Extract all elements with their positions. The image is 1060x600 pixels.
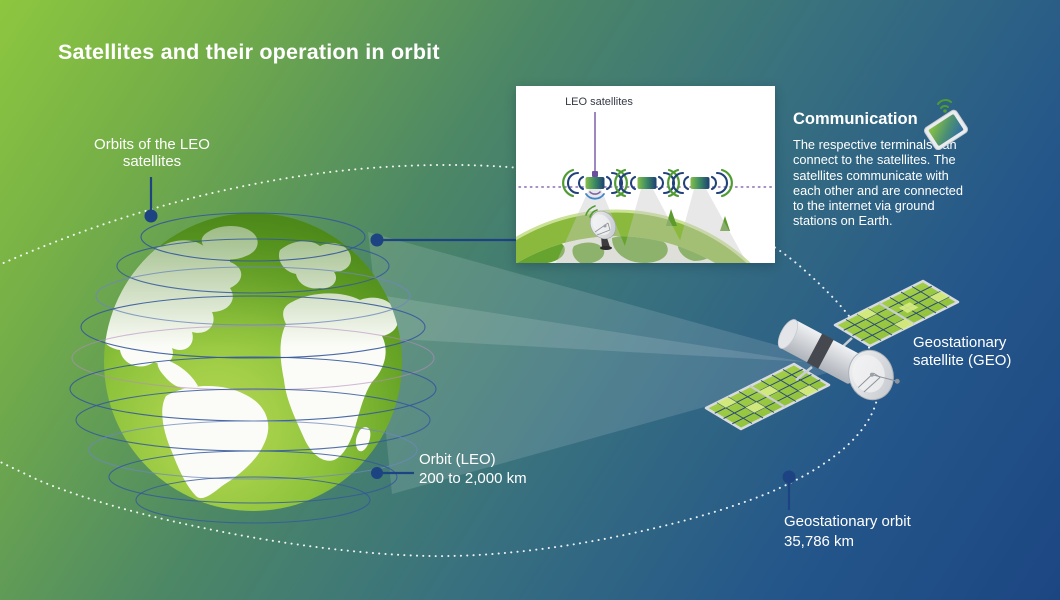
leo-satellite-row xyxy=(562,168,733,200)
communication-heading: Communication xyxy=(793,110,918,128)
label-geo-satellite: Geostationary satellite (GEO) xyxy=(913,334,1043,369)
solar-panel-right xyxy=(833,279,960,348)
connector-dot xyxy=(144,209,158,223)
wifi-signal-icon xyxy=(937,99,952,109)
satellite-body xyxy=(777,319,864,384)
leo-satellite-icon xyxy=(667,168,733,198)
geo-satellite-icon xyxy=(704,279,960,431)
callout-connectors xyxy=(144,177,796,510)
label-geo-orbit: Geostationary orbit 35,786 km xyxy=(784,512,911,552)
label-line: 35,786 km xyxy=(784,533,855,550)
tablet-wifi-icon xyxy=(924,99,968,150)
label-line: Geostationary xyxy=(913,334,1007,351)
page-title: Satellites and their operation in orbit xyxy=(58,40,440,64)
label-line: satellites xyxy=(122,152,182,170)
label-line: Orbit (LEO) xyxy=(419,451,496,468)
label-line: Orbits of the LEO xyxy=(94,136,210,153)
tablet-body xyxy=(924,109,968,150)
communication-body: The respective terminals can connect to … xyxy=(793,137,964,229)
label-leo-orbit: Orbit (LEO) 200 to 2,000 km xyxy=(419,451,527,488)
communication-block: Communication The respective terminals c… xyxy=(793,99,973,229)
inset-panel: LEO satellites xyxy=(516,86,775,263)
coverage-beam xyxy=(368,232,845,494)
label-line: 200 to 2,000 km xyxy=(419,469,527,487)
ground-station-dish-icon xyxy=(585,205,617,250)
label-line: satellite (GEO) xyxy=(913,351,1012,369)
connector-dot xyxy=(782,470,796,484)
earth-globe xyxy=(69,212,437,524)
connector-dot xyxy=(371,467,383,479)
leo-orbit-rings xyxy=(69,212,437,524)
inset-title: LEO satellites xyxy=(565,96,633,108)
solar-panel-left xyxy=(704,362,831,431)
satellite-dish-icon xyxy=(848,349,900,401)
leo-coverage-cones xyxy=(556,189,747,263)
connector-dot xyxy=(370,233,384,247)
horizon-tree-icon xyxy=(720,216,730,231)
label-leo-orbits: Orbits of the LEO satellites xyxy=(62,136,242,170)
inset-artwork xyxy=(516,112,775,263)
antenna-cap-icon xyxy=(592,171,598,177)
label-line: Geostationary orbit xyxy=(784,513,911,530)
horizon-tree-icon xyxy=(666,209,677,226)
